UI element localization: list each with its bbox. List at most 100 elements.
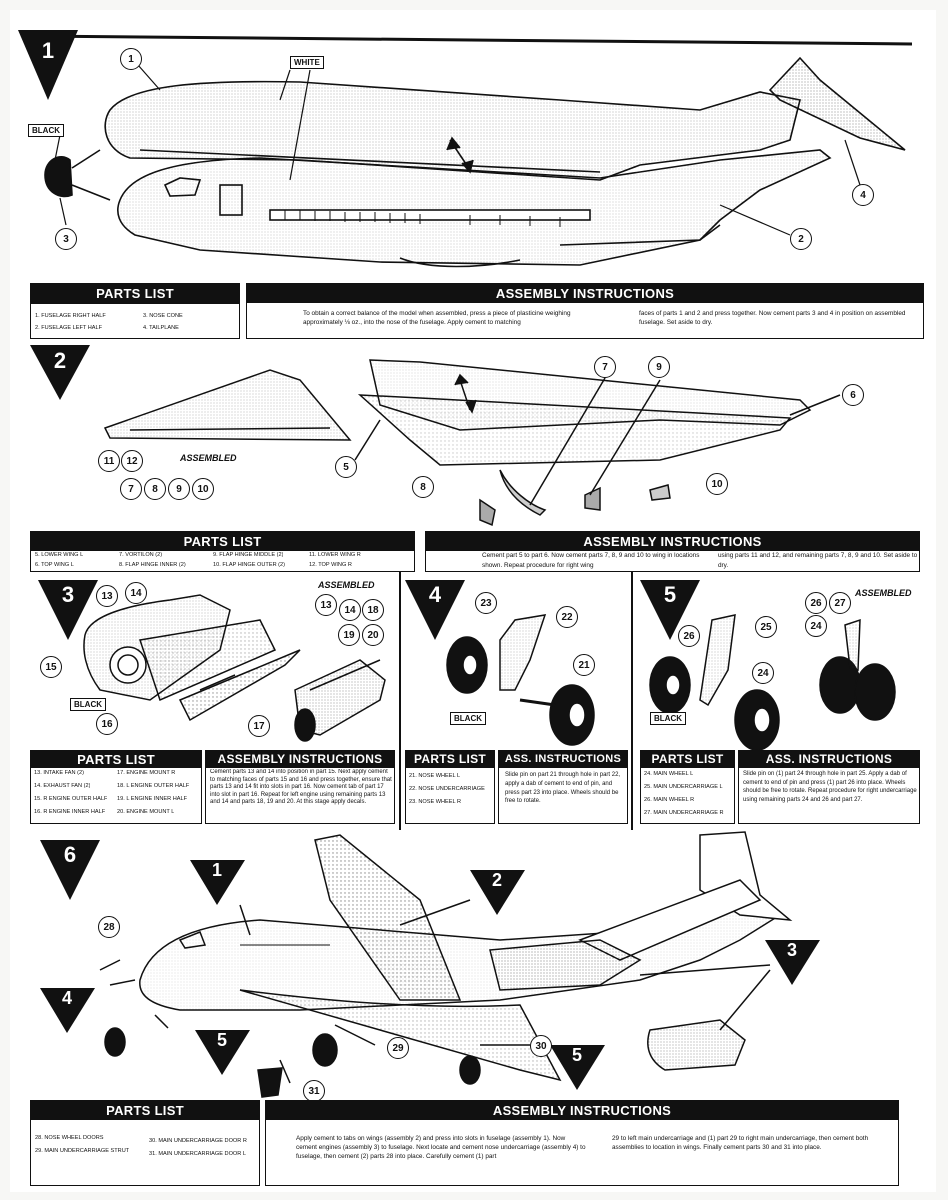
instructions-5: Slide pin on (1) part 24 through hole in… (738, 768, 920, 824)
part-10: 10. FLAP HINGE OUTER (2) (213, 562, 286, 568)
part-31: 31. MAIN UNDERCARRIAGE DOOR L (149, 1151, 246, 1157)
callout-14b: 14 (339, 599, 361, 621)
instructions-1-col-b: faces of parts 1 and 2 and press togethe… (639, 310, 906, 326)
assembled-label-engine: ASSEMBLED (318, 580, 375, 590)
assembly-header-6: ASSEMBLY INSTRUCTIONS (265, 1100, 899, 1120)
assembly-header-2: ASSEMBLY INSTRUCTIONS (425, 531, 920, 551)
instructions-3-text: Cement parts 13 and 14 into position in … (210, 769, 392, 806)
assembly-ref-1: 1 (211, 860, 222, 880)
assembled-label-wing: ASSEMBLED (180, 453, 237, 463)
parts-list-1: 1. FUSELAGE RIGHT HALF 2. FUSELAGE LEFT … (30, 303, 240, 339)
callout-17: 17 (248, 715, 270, 737)
part-3: 3. NOSE CONE (143, 313, 183, 319)
part-1: 1. FUSELAGE RIGHT HALF (35, 313, 106, 319)
callout-16: 16 (96, 713, 118, 735)
instructions-4: Slide pin on part 21 through hole in par… (498, 768, 628, 824)
instructions-3: Cement parts 13 and 14 into position in … (205, 768, 395, 824)
parts-list-header-2: PARTS LIST (30, 531, 415, 551)
callout-9b: 9 (168, 478, 190, 500)
instructions-6-col-b: 29 to left main undercarriage and (1) pa… (612, 1135, 869, 1151)
callout-31: 31 (303, 1080, 325, 1102)
callout-11: 11 (98, 450, 120, 472)
part-19: 19. L ENGINE INNER HALF (117, 796, 188, 802)
parts-list-5: 24. MAIN WHEEL L 25. MAIN UNDERCARRIAGE … (640, 768, 735, 824)
callout-25: 25 (755, 616, 777, 638)
part-27: 27. MAIN UNDERCARRIAGE R (644, 810, 724, 816)
callout-13b: 13 (315, 594, 337, 616)
instructions-6: Apply cement to tabs on wings (assembly … (265, 1120, 899, 1186)
callout-15: 15 (40, 656, 62, 678)
callout-5: 5 (335, 456, 357, 478)
part-17: 17. ENGINE MOUNT R (117, 770, 176, 776)
instructions-1-col-a: To obtain a correct balance of the model… (303, 310, 571, 326)
callout-1: 1 (120, 48, 142, 70)
parts-list-2: 5. LOWER WING L 6. TOP WING L 7. VORTILO… (30, 551, 415, 572)
callout-20: 20 (362, 624, 384, 646)
part-12: 12. TOP WING R (309, 562, 352, 568)
callout-7: 7 (594, 356, 616, 378)
part-16: 16. R ENGINE INNER HALF (34, 809, 106, 815)
callout-9: 9 (648, 356, 670, 378)
fuselage-drawing (44, 56, 906, 268)
main-gear-drawing (649, 614, 896, 751)
part-21: 21. NOSE WHEEL L (409, 773, 461, 779)
assembly-header-4: ASS. INSTRUCTIONS (498, 750, 628, 768)
callout-24: 24 (752, 662, 774, 684)
callout-29: 29 (387, 1037, 409, 1059)
part-4: 4. TAILPLANE (143, 325, 179, 331)
white-paint-label: WHITE (290, 56, 324, 69)
callout-2: 2 (790, 228, 812, 250)
part-11: 11. LOWER WING R (309, 552, 361, 558)
parts-list-3: 13. INTAKE FAN (2) 14. EXHAUST FAN (2) 1… (30, 768, 202, 824)
callout-10: 10 (706, 473, 728, 495)
part-9: 9. FLAP HINGE MIDDLE (2) (213, 552, 284, 558)
step-number-6: 6 (63, 842, 77, 867)
part-30: 30. MAIN UNDERCARRIAGE DOOR R (149, 1138, 247, 1144)
part-28: 28. NOSE WHEEL DOORS (35, 1135, 104, 1141)
instructions-2-col-b: using parts 11 and 12, and remaining par… (718, 552, 918, 569)
callout-26b: 26 (805, 592, 827, 614)
assembly-ref-2: 2 (491, 870, 502, 890)
callout-13: 13 (96, 585, 118, 607)
black-paint-label-nose-gear: BLACK (450, 712, 486, 725)
part-24: 24. MAIN WHEEL L (644, 771, 694, 777)
assembly-header-5: ASS. INSTRUCTIONS (738, 750, 920, 768)
step-number-4: 4 (428, 582, 442, 607)
callout-4: 4 (852, 184, 874, 206)
part-5: 5. LOWER WING L (35, 552, 84, 558)
step-number-5: 5 (663, 582, 677, 607)
assembly-ref-4: 4 (61, 988, 72, 1008)
part-8: 8. FLAP HINGE INNER (2) (119, 562, 186, 568)
parts-list-header-1: PARTS LIST (30, 283, 240, 303)
callout-3: 3 (55, 228, 77, 250)
parts-list-4: 21. NOSE WHEEL L 22. NOSE UNDERCARRIAGE … (405, 768, 495, 824)
callout-26: 26 (678, 625, 700, 647)
assembled-label-gear: ASSEMBLED (855, 588, 912, 598)
callout-28: 28 (98, 916, 120, 938)
part-14: 14. EXHAUST FAN (2) (34, 783, 91, 789)
part-15: 15. R ENGINE OUTER HALF (34, 796, 108, 802)
part-26: 26. MAIN WHEEL R (644, 797, 695, 803)
parts-list-header-3: PARTS LIST (30, 750, 202, 768)
assembly-ref-5b: 5 (571, 1045, 582, 1065)
callout-27: 27 (829, 592, 851, 614)
assembly-header-1: ASSEMBLY INSTRUCTIONS (246, 283, 924, 303)
callout-12: 12 (121, 450, 143, 472)
callout-7b: 7 (120, 478, 142, 500)
assembly-ref-3: 3 (786, 940, 797, 960)
part-7: 7. VORTILON (2) (119, 552, 163, 558)
callout-14: 14 (125, 582, 147, 604)
parts-list-header-6: PARTS LIST (30, 1100, 260, 1120)
step-number-3: 3 (61, 582, 75, 607)
parts-list-6: 28. NOSE WHEEL DOORS 29. MAIN UNDERCARRI… (30, 1120, 260, 1186)
engine-drawing (83, 594, 386, 742)
instructions-1: To obtain a correct balance of the model… (246, 303, 924, 339)
part-13: 13. INTAKE FAN (2) (34, 770, 84, 776)
nose-gear-drawing (446, 614, 595, 746)
part-23: 23. NOSE WHEEL R (409, 799, 462, 805)
callout-8b: 8 (144, 478, 166, 500)
instructions-2-col-a: Cement part 5 to part 6. Now cement part… (482, 552, 700, 569)
black-paint-label-main-gear: BLACK (650, 712, 686, 725)
